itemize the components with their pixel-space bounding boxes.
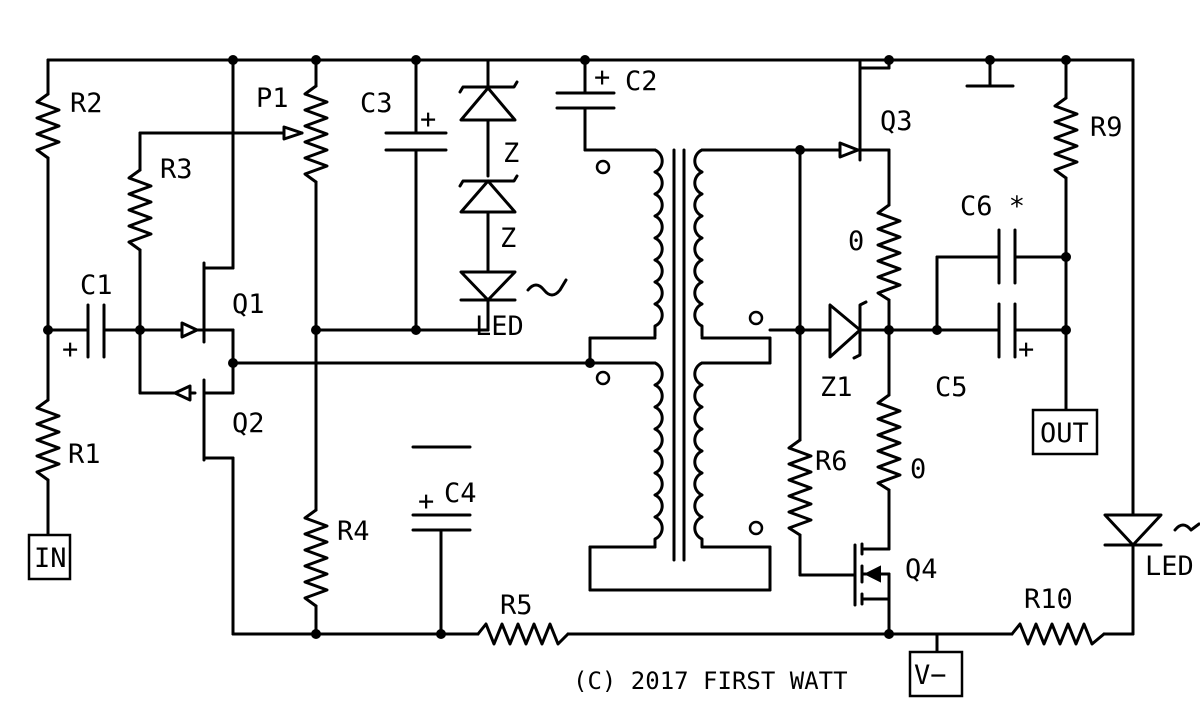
c3-label: C3 — [360, 88, 393, 119]
resistor-r4: R4 — [303, 508, 370, 636]
capacitor-c6: C6 * — [935, 191, 1068, 332]
input-terminal-label: IN — [34, 543, 67, 574]
capacitor-c3: C3 + — [360, 58, 448, 332]
c3-plus: + — [420, 104, 436, 135]
r1-label: R1 — [68, 439, 101, 470]
resistor-zero-upper: 0 — [848, 203, 902, 332]
transistor-q1: Q1 — [180, 58, 265, 365]
led-right: LED — [1103, 58, 1200, 636]
c2-plus: + — [594, 62, 610, 93]
vminus-terminal: V− — [908, 632, 964, 698]
transistor-q2: Q2 — [173, 361, 265, 636]
vminus-terminal-label: V− — [914, 660, 947, 691]
c1-label: C1 — [80, 270, 113, 301]
q2-label: Q2 — [232, 408, 265, 439]
c5-plus: + — [1018, 334, 1034, 365]
capacitor-c5: C5 + — [935, 302, 1068, 403]
r3-label: R3 — [160, 154, 193, 185]
c1-plus: + — [62, 334, 78, 365]
c2-label: C2 — [625, 66, 658, 97]
input-terminal: IN — [27, 533, 72, 581]
r4-label: R4 — [337, 516, 370, 547]
resistor-r10: R10 — [1010, 584, 1106, 646]
c4-plus: + — [418, 486, 434, 517]
resistor-r6: R6 — [787, 328, 857, 577]
zener-diode-lower: Z — [458, 174, 519, 272]
led-right-label: LED — [1145, 551, 1194, 582]
led-left-label: LED — [475, 311, 524, 342]
z1-label: Z1 — [820, 372, 853, 403]
led-left: LED — [459, 270, 568, 342]
transistor-q3: Q3 — [838, 58, 913, 207]
resistor-r5: R5 — [476, 590, 570, 646]
resistor-r9: R9 — [1053, 58, 1123, 412]
capacitor-c4: C4 + — [411, 445, 477, 636]
resistor-r3: R3 — [127, 131, 304, 332]
r10-label: R10 — [1024, 584, 1073, 615]
potentiometer-p1: P1 — [256, 58, 329, 512]
q4-label: Q4 — [905, 554, 938, 585]
r6-label: R6 — [815, 446, 848, 477]
transformer: + C2 — [555, 58, 802, 592]
resistor-r2: R2 — [35, 58, 103, 332]
transistor-q4: Q4 — [853, 542, 938, 636]
q3-label: Q3 — [880, 106, 913, 137]
zener-upper-label: Z — [503, 138, 519, 169]
capacitor-c2: + C2 — [555, 58, 658, 152]
c4-label: C4 — [444, 478, 477, 509]
output-terminal: OUT — [1031, 408, 1099, 456]
p1-label: P1 — [256, 83, 289, 114]
r-zero-lower-label: 0 — [910, 454, 926, 485]
zener-diode-z1: Z1 — [798, 300, 939, 403]
r-zero-upper-label: 0 — [848, 226, 864, 257]
r9-label: R9 — [1090, 112, 1123, 143]
capacitor-c1: C1 + — [46, 270, 235, 365]
r5-label: R5 — [500, 590, 533, 621]
zener-lower-label: Z — [500, 223, 516, 254]
c5-label: C5 — [935, 372, 968, 403]
output-terminal-label: OUT — [1040, 418, 1089, 449]
copyright-text: (C) 2017 FIRST WATT — [573, 667, 848, 695]
zener-diode-upper: Z — [458, 58, 519, 178]
c6-label: C6 * — [960, 191, 1025, 222]
resistor-r1: R1 — [35, 328, 101, 537]
q1-label: Q1 — [232, 289, 265, 320]
r2-label: R2 — [70, 88, 103, 119]
resistor-zero-lower: 0 — [876, 328, 926, 548]
